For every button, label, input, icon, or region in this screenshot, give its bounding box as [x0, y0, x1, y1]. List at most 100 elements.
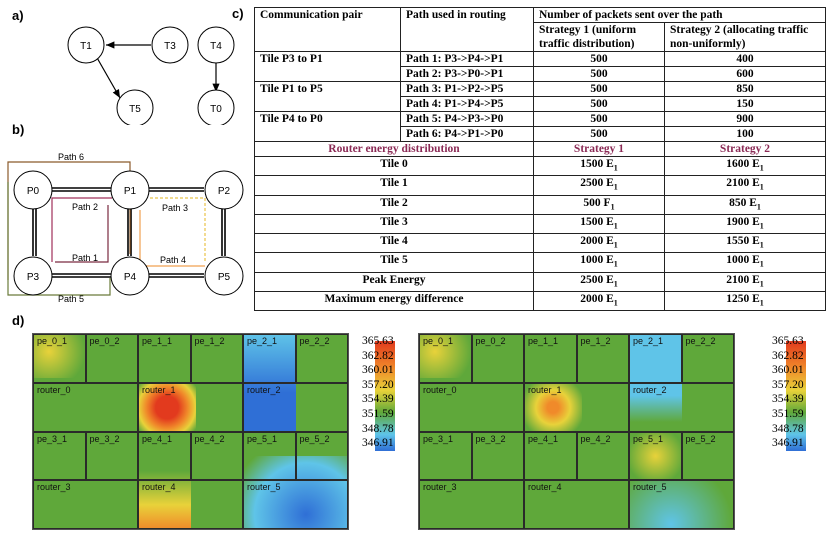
routing-path: Path 1: P3->P4->P1	[400, 51, 534, 67]
router-label: router_3	[37, 482, 71, 493]
router-cell	[419, 480, 524, 529]
panel-label-c: c)	[232, 6, 244, 21]
routing-s2: 900	[664, 111, 826, 127]
pe-cell	[629, 431, 682, 481]
scale-tick-label: 348.78	[772, 422, 804, 435]
heat-spot	[629, 480, 734, 529]
mesh-node-p4: P4	[110, 256, 150, 296]
router-cell	[524, 480, 629, 529]
pe-label: pe_5_1	[633, 433, 664, 444]
routing-path: Path 2: P3->P0->P1	[400, 66, 534, 82]
router-label: router_5	[633, 482, 667, 493]
path-label-6: Path 6	[58, 152, 84, 162]
routing-s2: 400	[664, 51, 826, 67]
pe-cell	[243, 431, 296, 481]
router-cell	[33, 382, 138, 432]
pe-label: pe_2_1	[247, 336, 278, 346]
pe-label: pe_1_1	[142, 336, 173, 346]
path-label-4: Path 4	[160, 255, 186, 265]
pe-cell	[190, 431, 243, 481]
pe-cell	[681, 334, 734, 383]
pe-cell	[524, 431, 577, 481]
pe-cell	[33, 431, 86, 481]
scale-tick-label: 354.39	[772, 393, 804, 406]
energy-s2: 1900 E1	[664, 213, 826, 235]
router-cell	[138, 382, 243, 432]
routing-s2: 600	[664, 66, 826, 82]
pe-cell	[243, 334, 296, 383]
energy-s1: 2000 E1	[533, 291, 665, 312]
router-cell	[419, 382, 524, 432]
routing-pair: Tile P1 to P5	[254, 81, 401, 97]
pe-label: pe_1_2	[580, 336, 611, 346]
scale-tick-label: 362.82	[772, 349, 804, 362]
pe-cell	[471, 431, 524, 481]
scale-tick-label: 362.82	[362, 349, 394, 362]
pe-label: pe_4_2	[194, 433, 225, 444]
scale-tick-label: 351.59	[362, 407, 394, 420]
routing-pair	[254, 96, 401, 112]
energy-s1: 2000 E1	[533, 233, 665, 254]
pe-label: pe_4_2	[580, 433, 611, 444]
energy-s2: 1250 E1	[664, 291, 826, 312]
task-label-t5: T5	[129, 104, 141, 115]
energy-tile: Tile 5	[254, 252, 534, 273]
routing-s1: 500	[533, 51, 665, 67]
routing-s2: 150	[664, 96, 826, 112]
pe-label: pe_5_1	[247, 433, 278, 444]
pe-label: pe_5_2	[685, 433, 716, 444]
heat-spot	[629, 334, 682, 422]
pe-label: pe_1_1	[528, 336, 559, 346]
heat-spot	[524, 382, 582, 432]
task-node-t1: T1	[67, 26, 105, 64]
pe-label: pe_2_2	[685, 336, 716, 346]
routing-s1: 500	[533, 126, 665, 142]
path-label-3: Path 3	[162, 203, 188, 213]
energy-s1: 2500 E1	[533, 271, 665, 293]
energy-header-row: Router energy distribution Strategy 1 St…	[254, 141, 826, 157]
pe-cell	[524, 334, 577, 383]
header-communication-pair: Communication pair	[254, 7, 401, 52]
energy-s2: 1550 E1	[664, 233, 826, 254]
router-label: router_2	[247, 384, 281, 395]
router-label: router_3	[423, 482, 457, 493]
pe-cell	[33, 334, 86, 383]
router-label: router_2	[633, 384, 667, 395]
pe-label: pe_2_2	[299, 336, 330, 346]
router-label: router_1	[528, 384, 562, 395]
routing-s1: 500	[533, 81, 665, 97]
pe-cell	[629, 334, 682, 383]
energy-tile: Tile 0	[254, 155, 534, 177]
panel-label-b: b)	[12, 122, 25, 137]
scale-tick-label: 360.01	[362, 364, 394, 377]
pe-label: pe_1_2	[194, 336, 225, 346]
energy-tile: Maximum energy difference	[254, 291, 534, 312]
pe-cell	[85, 431, 138, 481]
router-cell	[243, 480, 348, 529]
energy-s1: 500 F1	[533, 194, 665, 215]
pe-label: pe_5_2	[299, 433, 330, 444]
heat-spot	[629, 431, 682, 481]
pe-label: pe_0_2	[89, 336, 120, 346]
task-graph: T1 T3 T4 T5 T0	[67, 26, 235, 125]
task-node-t4: T4	[197, 26, 235, 64]
mesh-node-p0: P0	[13, 170, 53, 210]
routing-pair: Tile P3 to P1	[254, 51, 401, 67]
router-cell	[33, 480, 138, 529]
router-label: router_5	[247, 482, 281, 493]
scale-tick-label: 365.63	[362, 335, 394, 347]
header-packets: Number of packets sent over the path	[533, 7, 826, 23]
task-label-t1: T1	[80, 41, 92, 52]
router-cell	[629, 382, 734, 432]
energy-tile: Tile 3	[254, 213, 534, 235]
pe-cell	[471, 334, 524, 383]
